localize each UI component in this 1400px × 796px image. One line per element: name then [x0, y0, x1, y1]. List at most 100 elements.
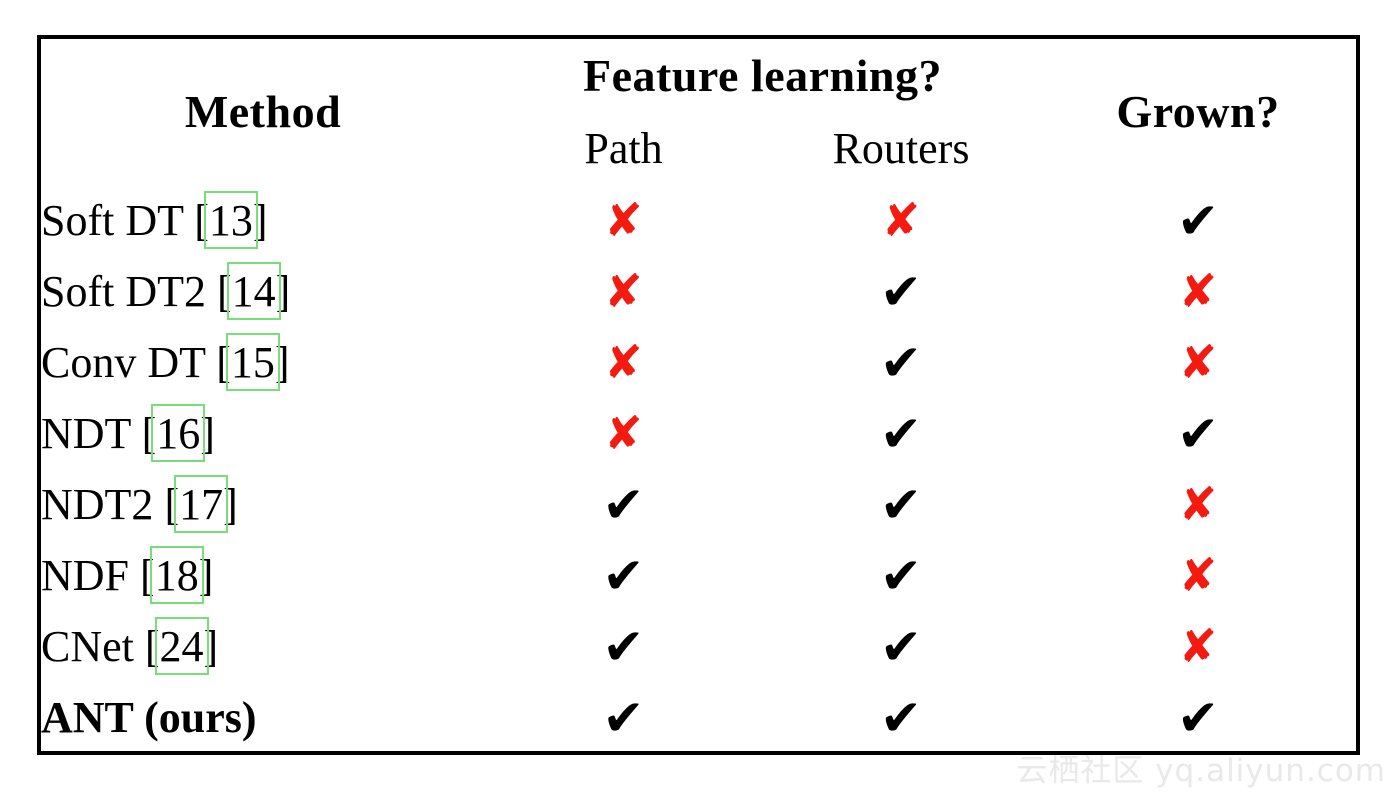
method-name-cell: Soft DT2 [14]: [41, 256, 485, 327]
cross-icon: ✘: [604, 335, 643, 389]
citation-close-bracket: ]: [274, 337, 290, 387]
citation-close-bracket: ]: [223, 479, 238, 529]
table: Method Feature learning? Grown? Path Rou…: [41, 39, 1356, 753]
path-mark-cell: ✘: [485, 398, 762, 469]
grown-mark-cell: ✘: [1040, 469, 1356, 540]
citation-reference[interactable]: [13]: [194, 190, 268, 249]
citation-reference[interactable]: [18]: [140, 545, 214, 604]
citation-open-bracket: [: [144, 621, 160, 671]
citation-close-bracket: ]: [200, 408, 215, 458]
grown-mark-cell: ✘: [1040, 540, 1356, 611]
table-row: NDF [18] ✔ ✔ ✘: [41, 540, 1356, 611]
check-icon: ✔: [880, 262, 922, 321]
citation-number: 15: [225, 332, 280, 391]
check-icon: ✔: [1177, 404, 1219, 463]
table-row: CNet [24] ✔ ✔ ✘: [41, 611, 1356, 682]
routers-mark-cell: ✔: [762, 327, 1040, 398]
citation-reference[interactable]: [15]: [216, 332, 290, 391]
routers-mark-cell: ✘: [762, 185, 1040, 256]
grown-mark-cell: ✔: [1040, 398, 1356, 469]
citation-number: 24: [154, 616, 209, 675]
method-label: NDF: [41, 550, 130, 600]
cross-icon: ✘: [1178, 264, 1218, 318]
check-icon: ✔: [602, 617, 645, 676]
watermark: 云栖社区 yq.aliyun.com: [1016, 753, 1386, 789]
citation-number: 16: [151, 403, 206, 462]
cross-icon: ✘: [604, 264, 643, 318]
citation-open-bracket: [: [164, 479, 180, 529]
citation-number: 13: [203, 190, 258, 249]
check-icon: ✔: [880, 333, 922, 392]
comparison-table: Method Feature learning? Grown? Path Rou…: [37, 35, 1360, 755]
check-icon: ✔: [880, 404, 922, 463]
method-label: NDT: [41, 408, 131, 458]
header-row-main: Method Feature learning? Grown?: [41, 39, 1356, 135]
routers-mark-cell: ✔: [762, 256, 1040, 327]
table-row: Soft DT [13] ✘ ✘ ✔: [41, 185, 1356, 256]
citation-open-bracket: [: [140, 550, 155, 600]
routers-mark-cell: ✔: [762, 469, 1040, 540]
column-header-grown: Grown?: [1116, 86, 1280, 137]
check-icon: ✔: [1177, 688, 1219, 747]
method-label: CNet: [41, 621, 134, 671]
table-body: Soft DT [13]✘✘✔Soft DT2 [14]✘✔✘Conv DT […: [41, 185, 1356, 753]
method-label: Soft DT: [41, 195, 184, 245]
method-name-cell: Conv DT [15]: [41, 327, 485, 398]
cross-icon: ✘: [1178, 619, 1218, 673]
routers-mark-cell: ✔: [762, 398, 1040, 469]
grown-mark-cell: ✔: [1040, 185, 1356, 256]
check-icon: ✔: [602, 546, 645, 605]
check-icon: ✔: [880, 546, 922, 605]
column-header-path: Path: [584, 124, 663, 173]
citation-number: 14: [226, 261, 281, 320]
cross-icon: ✘: [604, 193, 643, 247]
table-header: Method Feature learning? Grown? Path Rou…: [41, 39, 1356, 185]
method-label: NDT2: [41, 479, 154, 529]
path-mark-cell: ✔: [485, 682, 762, 753]
citation-reference[interactable]: [24]: [144, 616, 219, 675]
citation-reference[interactable]: [17]: [164, 474, 238, 533]
citation-close-bracket: ]: [203, 621, 219, 671]
grown-mark-cell: ✘: [1040, 256, 1356, 327]
cross-icon: ✘: [881, 193, 921, 247]
method-name-cell: ANT (ours): [41, 682, 485, 753]
method-name-cell: CNet [24]: [41, 611, 485, 682]
citation-close-bracket: ]: [252, 195, 268, 245]
citation-number: 18: [149, 545, 204, 604]
citation-open-bracket: [: [216, 337, 231, 387]
table-row: Conv DT [15] ✘ ✔ ✘: [41, 327, 1356, 398]
citation-reference[interactable]: [14]: [217, 261, 291, 320]
cross-icon: ✘: [604, 406, 643, 460]
citation-close-bracket: ]: [198, 550, 214, 600]
method-label: ANT (ours): [41, 692, 257, 742]
citation-reference[interactable]: [16]: [142, 403, 215, 462]
table-row: ANT (ours) ✔ ✔ ✔: [41, 682, 1356, 753]
grown-mark-cell: ✔: [1040, 682, 1356, 753]
check-icon: ✔: [602, 688, 645, 747]
routers-mark-cell: ✔: [762, 540, 1040, 611]
column-header-routers: Routers: [832, 124, 970, 173]
citation-open-bracket: [: [194, 195, 209, 245]
table-row: NDT2 [17]✔✔✘: [41, 469, 1356, 540]
method-label: Soft DT2: [41, 266, 206, 316]
citation-number: 17: [174, 474, 229, 533]
cross-icon: ✘: [1178, 335, 1218, 389]
header-row-sub: Path Routers: [41, 113, 1356, 185]
check-icon: ✔: [1177, 191, 1219, 250]
check-icon: ✔: [880, 617, 922, 676]
table-row: Soft DT2 [14] ✘ ✔ ✘: [41, 256, 1356, 327]
routers-mark-cell: ✔: [762, 611, 1040, 682]
method-name-cell: NDT2 [17]: [41, 469, 485, 540]
method-label: Conv DT: [41, 337, 206, 387]
column-header-feature-learning: Feature learning?: [583, 50, 942, 101]
method-name-cell: NDT [16]: [41, 398, 485, 469]
routers-mark-cell: ✔: [762, 682, 1040, 753]
cross-icon: ✘: [1178, 477, 1218, 531]
table-row: NDT [16] ✘ ✔ ✔: [41, 398, 1356, 469]
check-icon: ✔: [880, 688, 922, 747]
grown-mark-cell: ✘: [1040, 611, 1356, 682]
citation-close-bracket: ]: [275, 266, 291, 316]
path-mark-cell: ✘: [485, 185, 762, 256]
method-name-cell: NDF [18]: [41, 540, 485, 611]
path-mark-cell: ✘: [485, 256, 762, 327]
